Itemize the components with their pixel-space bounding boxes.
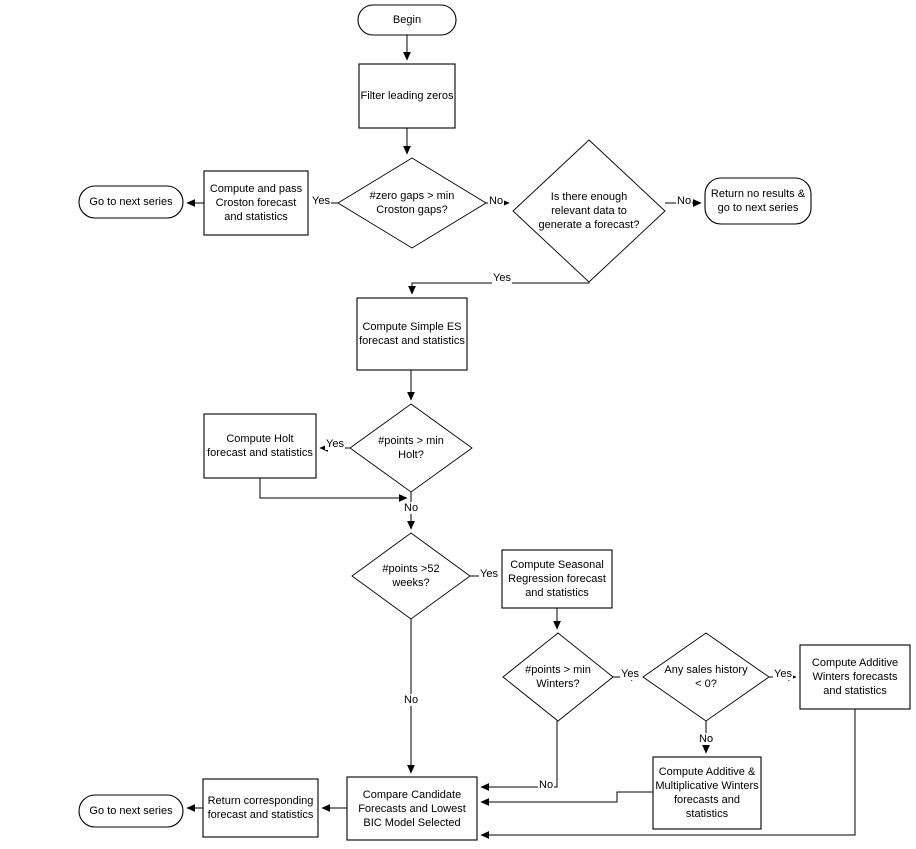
edge-label-yes-croston: Yes (311, 195, 331, 207)
node-simplees[interactable] (357, 298, 467, 370)
node-next1[interactable] (79, 186, 183, 218)
node-pointsholt[interactable] (350, 404, 472, 492)
node-shape-simplees (356, 297, 468, 371)
node-compare[interactable] (347, 777, 477, 840)
node-shape-holt (203, 413, 317, 479)
edge-label-yes-simplees: Yes (492, 272, 512, 284)
node-seasonalreg[interactable] (502, 550, 612, 608)
node-zerogaps[interactable] (338, 158, 486, 248)
node-shape-next2 (78, 794, 184, 828)
edge-holt-merge (259, 478, 408, 502)
edge-winters-compare (480, 721, 558, 791)
edge-addmult-compare (480, 791, 653, 806)
node-next2[interactable] (79, 795, 183, 827)
node-shape-enoughdata (512, 139, 666, 283)
node-shape-saleshistory (642, 632, 770, 722)
edge-label-no-points52: No (403, 502, 420, 514)
edge-label-no-enough: No (488, 195, 505, 207)
node-returnforecast[interactable] (203, 779, 318, 837)
node-shape-filter (358, 63, 456, 129)
edge-label-yes-seasonal: Yes (479, 568, 499, 580)
edge-label-yes-holt: Yes (325, 438, 345, 450)
node-points52[interactable] (352, 533, 470, 619)
node-filter[interactable] (359, 64, 455, 128)
node-begin[interactable] (358, 5, 456, 35)
node-shape-returnforecast (202, 778, 319, 838)
node-enoughdata[interactable] (513, 140, 665, 282)
edge-label-no-noresults: No (676, 195, 693, 207)
node-croston[interactable] (204, 171, 308, 235)
node-shape-compare (346, 776, 478, 841)
edge-label-yes-additive: Yes (773, 668, 793, 680)
node-shape-seasonalreg (501, 549, 613, 609)
node-shape-additive (799, 644, 911, 710)
node-shape-next1 (78, 185, 184, 219)
node-shape-noresults (704, 177, 812, 225)
node-shape-pointswinters (502, 632, 614, 722)
node-saleshistory[interactable] (643, 633, 769, 721)
edge-additive-compare (480, 709, 856, 839)
node-shape-points52 (351, 532, 471, 620)
node-shape-croston (203, 170, 309, 236)
node-shape-begin (357, 4, 457, 36)
edge-label-no-addmult: No (698, 733, 715, 745)
edge-label-no-winters: No (538, 779, 555, 791)
node-addmult[interactable] (653, 757, 761, 829)
node-shape-zerogaps (337, 157, 487, 249)
edge-label-no-compare: No (403, 694, 420, 706)
node-pointswinters[interactable] (503, 633, 613, 721)
node-noresults[interactable] (705, 178, 811, 224)
node-shape-addmult (652, 756, 762, 830)
node-holt[interactable] (204, 414, 316, 478)
node-shape-pointsholt (349, 403, 473, 493)
node-additive[interactable] (800, 645, 910, 709)
edge-label-yes-sales: Yes (620, 668, 640, 680)
